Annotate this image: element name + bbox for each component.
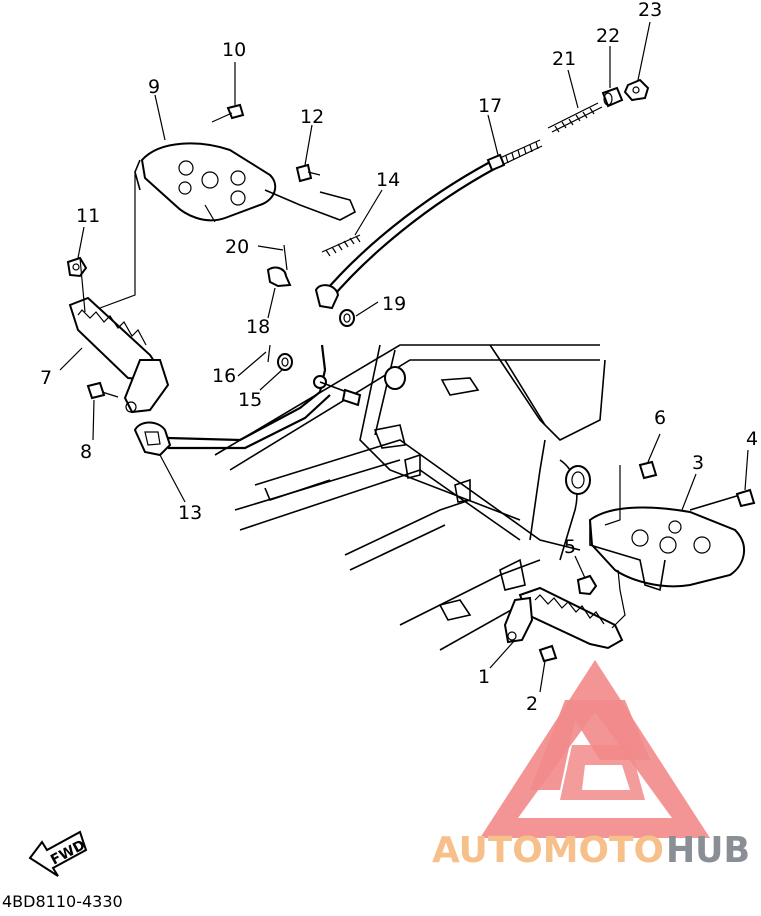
callout-6: 6 — [654, 407, 666, 429]
right-hardware — [538, 460, 756, 663]
callout-4: 4 — [746, 428, 758, 450]
callout-17: 17 — [478, 95, 502, 117]
frame-outline — [214, 344, 606, 651]
spring-14 — [321, 234, 361, 257]
upper-rod-parts — [547, 78, 650, 133]
callout-23: 23 — [638, 0, 662, 21]
callout-9: 9 — [148, 76, 160, 98]
callout-2: 2 — [526, 693, 538, 715]
right-footrest-bracket — [588, 494, 746, 592]
watermark-text-part2: HUB — [666, 830, 750, 871]
callout-18: 18 — [246, 316, 270, 338]
leader-lines — [59, 21, 749, 693]
callout-16: 16 — [212, 365, 236, 387]
watermark-logo — [480, 660, 710, 838]
callout-11: 11 — [76, 205, 100, 227]
brake-rod — [314, 139, 543, 310]
callout-13: 13 — [178, 502, 202, 524]
callout-22: 22 — [596, 25, 620, 47]
callout-12: 12 — [300, 106, 324, 128]
drawing-code: 4BD8110-4330 — [2, 892, 123, 911]
callout-14: 14 — [376, 169, 400, 191]
watermark-text-part1: AUTOMOTO — [432, 830, 664, 871]
fwd-arrow: FWD — [28, 830, 88, 877]
callout-1: 1 — [478, 666, 490, 688]
callout-7: 7 — [40, 367, 52, 389]
callout-21: 21 — [552, 48, 576, 70]
brake-pedal — [133, 344, 362, 457]
callout-3: 3 — [692, 452, 704, 474]
callout-19: 19 — [382, 293, 406, 315]
callout-5: 5 — [564, 536, 576, 558]
callout-numbers: 1 2 3 4 5 6 7 8 9 10 11 12 13 14 15 16 1… — [40, 0, 758, 715]
callout-8: 8 — [80, 441, 92, 463]
callout-10: 10 — [222, 39, 246, 61]
right-footrest — [503, 586, 624, 650]
left-footrest — [68, 296, 170, 414]
left-footrest-bracket — [134, 142, 357, 223]
watermark-text: AUTOMOTO HUB — [432, 830, 750, 871]
callout-15: 15 — [238, 389, 262, 411]
callout-20: 20 — [225, 236, 249, 258]
small-hardware — [66, 103, 355, 400]
